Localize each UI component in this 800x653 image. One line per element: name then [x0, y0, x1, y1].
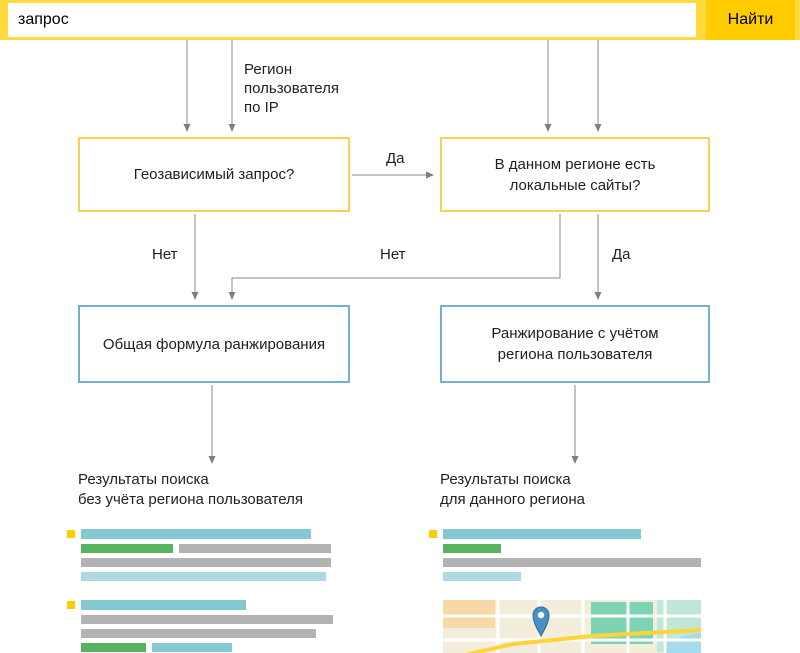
map-thumbnail — [443, 600, 701, 653]
result-line — [81, 629, 339, 638]
serp-right — [429, 529, 707, 653]
result-line — [443, 572, 707, 581]
search-result-item — [67, 529, 339, 586]
label-no-from-geo: Нет — [152, 246, 178, 263]
result-bar-text — [81, 629, 316, 638]
result-line — [443, 544, 707, 553]
search-input[interactable] — [8, 3, 696, 37]
result-line — [81, 643, 339, 652]
serp-left — [67, 529, 339, 653]
result-line — [81, 544, 337, 553]
result-line — [81, 529, 337, 539]
label-yes-to-local-sites: Да — [386, 150, 405, 167]
node-general-ranking: Общая формула ранжирования — [78, 305, 350, 383]
result-line — [443, 529, 707, 539]
result-line — [81, 572, 337, 581]
result-favicon — [67, 530, 75, 538]
search-bar: Найти — [0, 0, 800, 40]
result-bar-url — [81, 643, 146, 652]
result-bar-text — [443, 558, 701, 567]
result-bar-title — [152, 643, 232, 652]
result-favicon — [67, 601, 75, 609]
search-result-item — [67, 600, 339, 653]
result-line — [81, 615, 339, 624]
search-result-item — [429, 529, 707, 586]
result-line — [81, 558, 337, 567]
results-header-left: Результаты поиска без учёта региона поль… — [78, 471, 304, 509]
result-bar-title — [81, 600, 246, 610]
result-line — [81, 600, 339, 610]
search-button[interactable]: Найти — [706, 0, 795, 40]
decision-geo-query: Геозависимый запрос? — [78, 137, 350, 212]
result-bar-text — [81, 615, 333, 624]
label-yes-from-local-sites: Да — [612, 246, 631, 263]
decision-local-sites: В данном регионе есть локальные сайты? — [440, 137, 710, 212]
result-favicon — [429, 530, 437, 538]
label-region-by-ip: Регион пользователя по IP — [244, 61, 339, 116]
node-regional-ranking: Ранжирование с учётом региона пользовате… — [440, 305, 710, 383]
result-bar-url — [443, 544, 501, 553]
result-bar-title — [81, 529, 311, 539]
result-bar-title_light — [443, 572, 521, 581]
map-pin-icon — [532, 606, 550, 638]
result-bar-text — [179, 544, 331, 553]
label-no-from-local-sites: Нет — [380, 246, 406, 263]
results-header-right: Результаты поиска для данного региона — [440, 471, 585, 509]
result-bar-text — [81, 558, 331, 567]
result-bar-title_light — [81, 572, 326, 581]
result-bar-title — [443, 529, 641, 539]
map-main-road — [464, 628, 701, 653]
result-bar-url — [81, 544, 173, 553]
result-line — [443, 558, 707, 567]
